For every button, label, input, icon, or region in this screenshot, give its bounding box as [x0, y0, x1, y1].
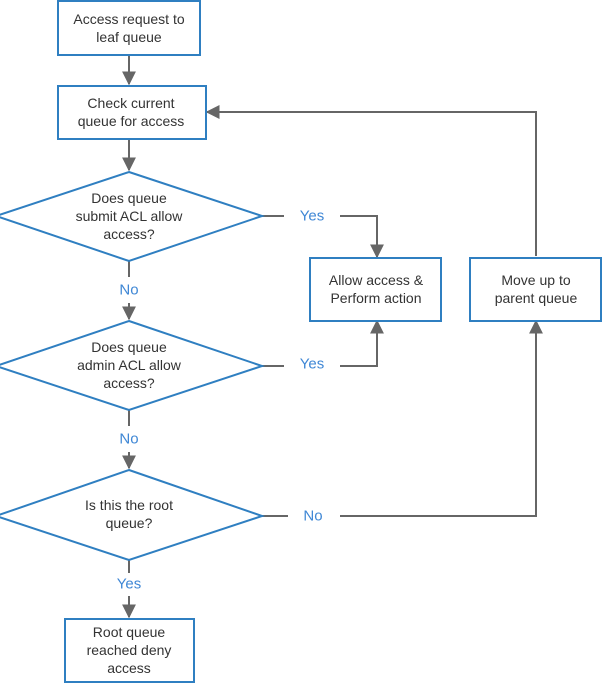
- edge-admin-yes-to-allow-b: [340, 319, 384, 367]
- submit-yes-label: Yes: [300, 208, 324, 225]
- node-text-line: queue?: [106, 515, 153, 531]
- node-text-line: access?: [103, 375, 155, 391]
- admin-no-label: No: [119, 431, 138, 448]
- node-text-line: access: [107, 660, 151, 676]
- node-text-line: queue for access: [78, 113, 185, 129]
- root-queue-decision: [0, 468, 266, 562]
- deny-text: Root queue reached deny access: [87, 624, 172, 676]
- deny-box: [64, 618, 195, 683]
- check-text: Check current queue for access: [78, 95, 185, 129]
- root-text: Is this the root queue?: [85, 497, 173, 531]
- submit-text: Does queue submit ACL allow access?: [76, 190, 184, 242]
- admin-yes-label: Yes: [300, 356, 324, 373]
- node-text-line: leaf queue: [96, 29, 162, 45]
- root-yes-label: Yes: [117, 576, 141, 593]
- edge-moveup-to-check: [205, 105, 537, 256]
- submit-acl-decision: [0, 170, 266, 263]
- moveup-box: [469, 257, 602, 322]
- admin-acl-decision: [0, 319, 266, 412]
- admin-text: Does queue admin ACL allow access?: [77, 339, 182, 391]
- allow-box: [309, 257, 442, 322]
- root-no-label: No: [303, 508, 322, 525]
- submit-no-label: No: [119, 282, 138, 299]
- node-text-line: admin ACL allow: [77, 357, 182, 373]
- edge-root-no-to-moveup: [340, 319, 543, 517]
- node-text-line: Check current: [87, 95, 174, 111]
- node-text-line: submit ACL allow: [76, 208, 184, 224]
- moveup-text: Move up to parent queue: [495, 272, 578, 306]
- node-text-line: Is this the root: [85, 497, 173, 513]
- node-text-line: Root queue: [93, 624, 166, 640]
- node-text-line: Access request to: [73, 11, 184, 27]
- node-text-line: reached deny: [87, 642, 172, 658]
- node-text-line: Move up to: [501, 272, 570, 288]
- node-text-line: Allow access &: [329, 272, 424, 288]
- node-text-line: Perform action: [330, 290, 421, 306]
- node-text-line: parent queue: [495, 290, 578, 306]
- start-box: [57, 0, 201, 56]
- edge-submit-yes-to-allow-b: [340, 215, 384, 259]
- node-text-line: Does queue: [91, 190, 167, 206]
- check-box: [57, 85, 207, 140]
- start-text: Access request to leaf queue: [73, 11, 184, 45]
- node-text-line: Does queue: [91, 339, 167, 355]
- node-text-line: access?: [103, 226, 155, 242]
- allow-text: Allow access & Perform action: [329, 272, 424, 306]
